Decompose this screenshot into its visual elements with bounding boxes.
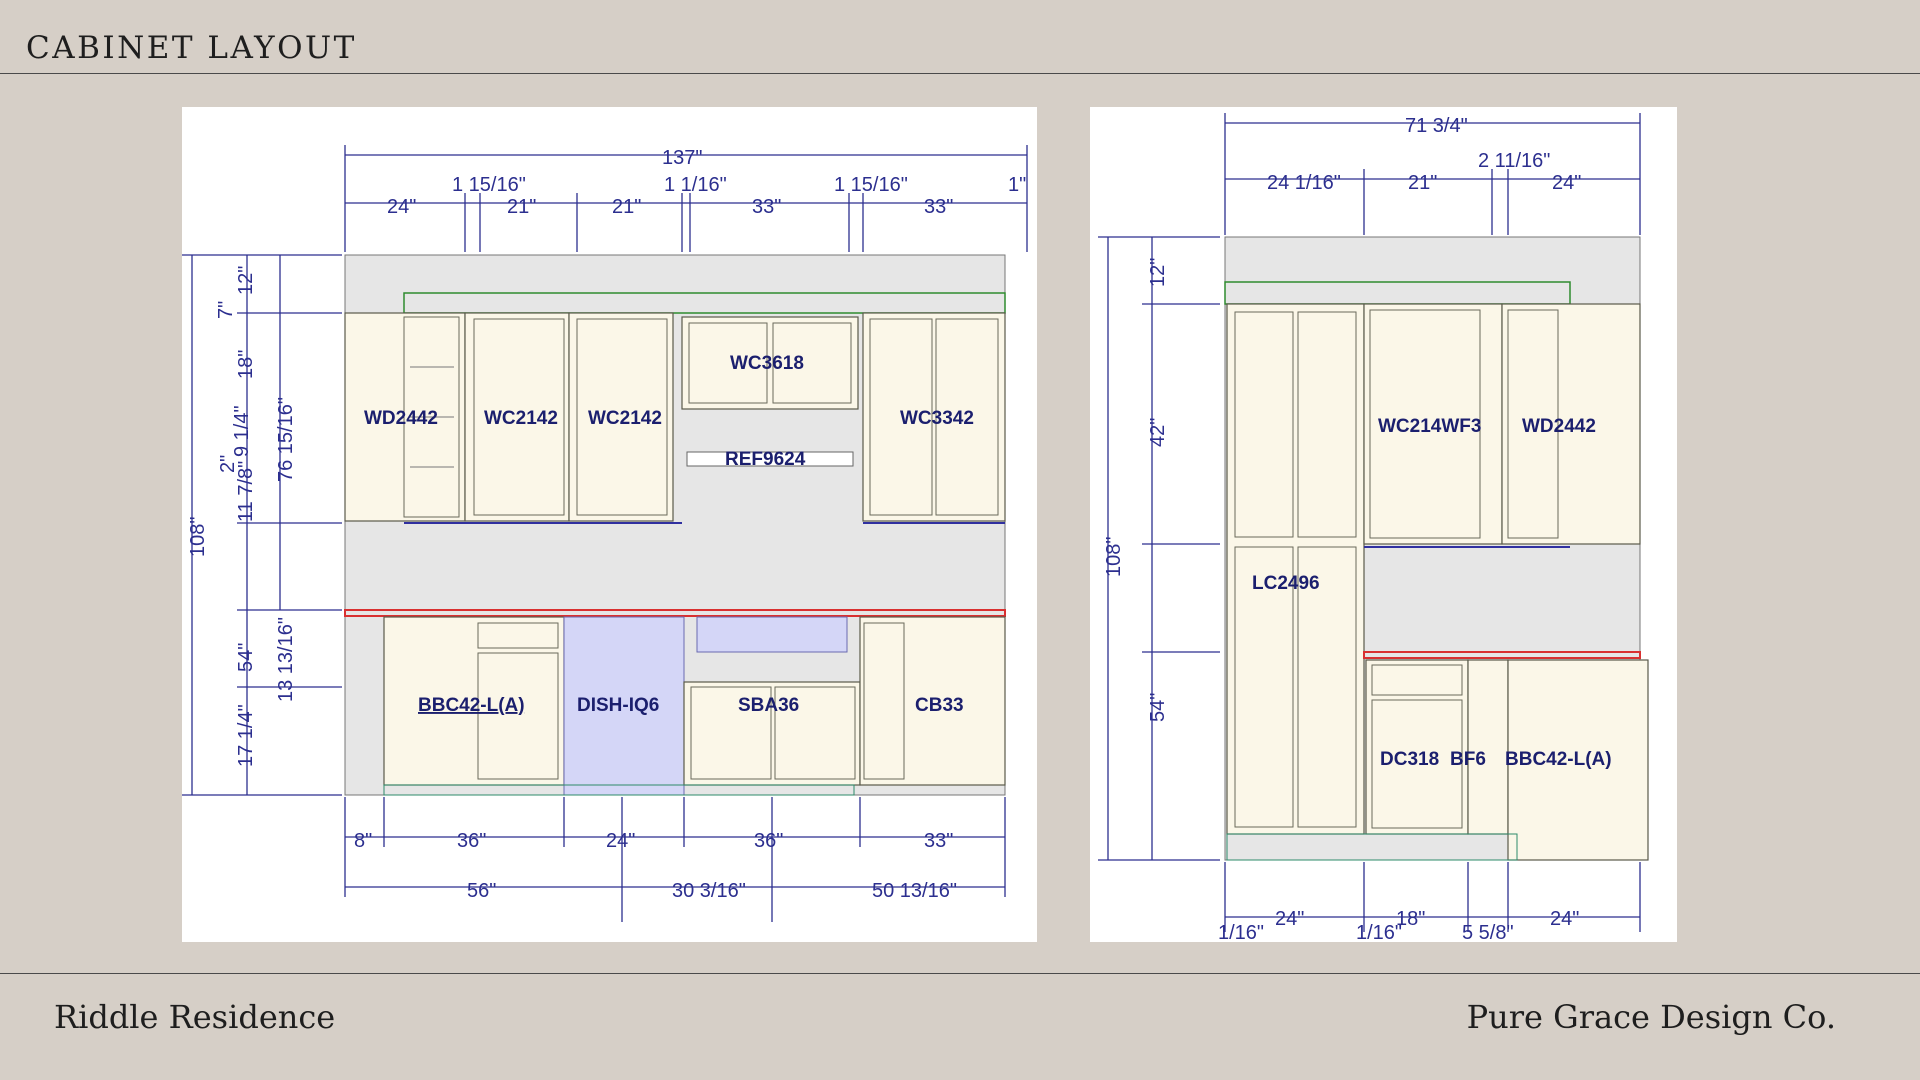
label-wc3618: WC3618: [730, 353, 804, 374]
dim-side-54: 54": [1147, 693, 1169, 722]
dim-left-76: 76 15/16": [275, 397, 297, 482]
dim-bottom-50: 50 13/16": [872, 880, 957, 902]
label-dish-iq6: DISH-IQ6: [577, 695, 659, 716]
dim-left-12: 12": [235, 266, 257, 295]
dim-left-9-1-4: 9 1/4": [231, 405, 253, 457]
wc3618-cabinet: [681, 316, 859, 410]
company-name: Pure Grace Design Co.: [1466, 998, 1836, 1036]
dim-top-21a: 21": [507, 196, 536, 218]
dim-left-54: 54": [235, 643, 257, 672]
label-bbc42-side: BBC42-L(A): [1505, 749, 1612, 770]
label-wd2442-side: WD2442: [1522, 416, 1596, 437]
page-title: CABINET LAYOUT: [26, 30, 357, 66]
wd2442-side-cabinet: [1501, 303, 1641, 545]
project-name: Riddle Residence: [54, 998, 336, 1036]
label-wd2442: WD2442: [364, 408, 438, 429]
dim-side-24: 24": [1552, 172, 1581, 194]
side-top-dimensions: 71 3/4" 24 1/16" 21" 2 11/16" 24": [1224, 113, 1641, 235]
dim-left-18: 18": [235, 350, 257, 379]
dim-side-24-1-16: 24 1/16": [1267, 172, 1341, 194]
dc318-cabinet: [1365, 659, 1469, 835]
dim-top-21b: 21": [612, 196, 641, 218]
dim-side-2-11: 2 11/16": [1478, 150, 1550, 172]
side-bottom-dimensions: 1/16" 24" 1/16" 18" 5 5/8" 24": [1218, 862, 1641, 942]
label-bbc42: BBC42-L(A): [418, 695, 525, 716]
footer-divider: [0, 973, 1920, 974]
label-wc2142-1: WC2142: [484, 408, 558, 429]
dim-left-13: 13 13/16": [275, 617, 297, 702]
dim-side-42: 42": [1147, 418, 1169, 447]
dishwasher-panel: [563, 616, 685, 796]
dim-side-bottom-18: 18": [1396, 908, 1425, 930]
label-wc214wf3: WC214WF3: [1378, 416, 1481, 437]
bbc42-cabinet: [383, 616, 565, 786]
crown-moulding: [403, 292, 1006, 314]
dim-top-33a: 33": [752, 196, 781, 218]
dim-bottom-56: 56": [467, 880, 496, 902]
label-wc3342: WC3342: [900, 408, 974, 429]
dim-bottom-30: 30 3/16": [672, 880, 746, 902]
side-toe-kick: [1226, 833, 1518, 861]
dim-bottom-24: 24": [606, 830, 635, 852]
dim-side-108: 108": [1103, 537, 1125, 577]
wc2142-cabinet-2: [568, 312, 674, 522]
dim-bottom-33: 33": [924, 830, 953, 852]
wd2442-cabinet: [344, 312, 466, 522]
dim-side-bottom-24a: 24": [1275, 908, 1304, 930]
left-elevation-drawing: WD2442 WC2142 WC2142 WC3618 REF9624 WC33…: [182, 145, 1028, 922]
wc3342-cabinet: [862, 312, 1006, 522]
label-wc2142-2: WC2142: [588, 408, 662, 429]
dim-left-7: 7": [215, 301, 237, 319]
side-left-dimensions: 108" 12" 42" 54": [1098, 236, 1220, 861]
dim-left-17: 17 1/4": [235, 704, 257, 767]
dim-top-1-15b: 1 15/16": [834, 174, 908, 196]
dim-side-bottom-5-5-8: 5 5/8": [1462, 922, 1514, 942]
dim-side-bottom-1-16b: 1/16": [1356, 922, 1402, 942]
label-dc318: DC318: [1380, 749, 1439, 770]
left-elevation-panel: WD2442 WC2142 WC2142 WC3618 REF9624 WC33…: [182, 107, 1037, 942]
dim-side-bottom-1-16a: 1/16": [1218, 922, 1264, 942]
right-elevation-panel: WC214WF3 WD2442 LC2496 DC318 BF6 BBC42-L…: [1090, 107, 1677, 942]
label-bf6: BF6: [1450, 749, 1486, 770]
right-elevation-drawing: WC214WF3 WD2442 LC2496 DC318 BF6 BBC42-L…: [1098, 113, 1649, 942]
cb33-cabinet: [859, 616, 1006, 786]
label-cb33: CB33: [915, 695, 964, 716]
dim-overall-137: 137": [662, 147, 702, 169]
left-dimensions: 108" 12" 7" 18" 9 1/4" 76 15/16" 2" 11 7…: [182, 254, 342, 796]
dim-side-21: 21": [1408, 172, 1437, 194]
dim-bottom-36b: 36": [754, 830, 783, 852]
dim-top-33b: 33": [924, 196, 953, 218]
dim-bottom-36a: 36": [457, 830, 486, 852]
bbc42-side-cabinet: [1507, 659, 1649, 861]
ref9624-outline: [686, 451, 854, 467]
bottom-dimensions: 8" 36" 24" 36" 33" 56" 30 3/16" 50 13/16…: [344, 797, 1006, 922]
wc214wf3-cabinet: [1363, 303, 1503, 545]
dim-top-1-1: 1 1/16": [664, 174, 727, 196]
dim-side-bottom-24b: 24": [1550, 908, 1579, 930]
toe-kick: [383, 784, 855, 796]
dim-top-1: 1": [1008, 174, 1026, 196]
dim-top-1-15: 1 15/16": [452, 174, 526, 196]
dim-bottom-8: 8": [354, 830, 372, 852]
label-sba36: SBA36: [738, 695, 799, 716]
dim-left-11-7-8: 11 7/8": [235, 461, 257, 522]
label-ref9624: REF9624: [725, 449, 806, 470]
countertop: [344, 609, 1006, 617]
dim-left-108: 108": [187, 517, 209, 557]
wc2142-cabinet-1: [464, 312, 570, 522]
bf6-filler: [1467, 659, 1509, 835]
top-dimensions: 137" 24" 1 15/16" 21" 21" 1 1/16" 33" 1 …: [344, 145, 1028, 252]
label-lc2496: LC2496: [1252, 573, 1320, 594]
dim-side-12: 12": [1147, 258, 1169, 287]
sba36-cabinet: [683, 616, 861, 786]
dim-side-overall: 71 3/4": [1405, 115, 1468, 137]
lc2496-cabinet: [1226, 303, 1365, 835]
dim-left-2: 2": [217, 455, 239, 473]
header-divider: [0, 73, 1920, 74]
dim-top-24: 24": [387, 196, 416, 218]
side-countertop: [1363, 651, 1641, 659]
